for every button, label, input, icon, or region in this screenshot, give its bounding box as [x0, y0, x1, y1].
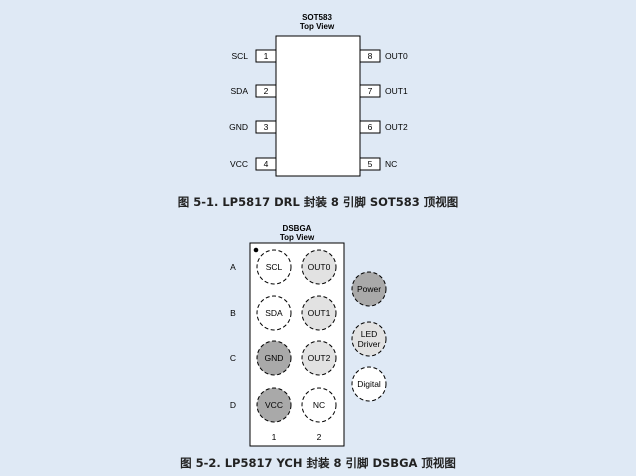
ball-label: OUT0	[308, 262, 331, 272]
legend-swatch	[351, 271, 387, 307]
pin-name: SDA	[231, 86, 249, 96]
ball-d2-nc: NC	[301, 387, 337, 423]
ball-circle	[256, 295, 292, 331]
pin-name: OUT0	[385, 51, 408, 61]
legend-digital: Digital	[351, 366, 387, 402]
ball-label: SDA	[265, 308, 283, 318]
ball-d1-vcc: VCC	[256, 387, 292, 423]
pin-number: 7	[368, 86, 373, 96]
ball-circle	[256, 340, 292, 376]
ball-label: VCC	[265, 400, 283, 410]
sot583-title: SOT583	[302, 13, 332, 22]
row-label-d: D	[230, 400, 236, 410]
ball-label: SCL	[266, 262, 283, 272]
pin-number: 6	[368, 122, 373, 132]
pin-pad	[255, 120, 277, 134]
ball-b1-sda: SDA	[256, 295, 292, 331]
dsbga-caption: 图 5-2. LP5817 YCH 封装 8 引脚 DSBGA 顶视图	[180, 456, 456, 470]
pin-pad	[255, 84, 277, 98]
pin-name: SCL	[231, 51, 248, 61]
legend-power: Power	[351, 271, 387, 307]
pin-out0-right: 8 OUT0	[359, 49, 408, 63]
ball-circle	[256, 387, 292, 423]
pin-name: GND	[229, 122, 248, 132]
pin-pad	[359, 84, 381, 98]
ball-c1-gnd: GND	[256, 340, 292, 376]
pin-pad	[255, 157, 277, 171]
ball-label: OUT2	[308, 353, 331, 363]
pin-number: 8	[368, 51, 373, 61]
sot583-package-body	[275, 35, 361, 177]
row-label-b: B	[230, 308, 236, 318]
ball-circle	[301, 295, 337, 331]
pin-pad	[359, 157, 381, 171]
pin-out2-right: 6 OUT2	[359, 120, 408, 134]
pin-pad	[359, 49, 381, 63]
pin-name: NC	[385, 159, 397, 169]
pin-vcc-left: 4 VCC	[230, 157, 277, 171]
ball-circle	[301, 387, 337, 423]
pin-out1-right: 7 OUT1	[359, 84, 408, 98]
column-label-2: 2	[317, 432, 322, 442]
legend-label: Power	[357, 284, 381, 294]
pin-pad	[255, 49, 277, 63]
row-label-a: A	[230, 262, 236, 272]
pin-number: 5	[368, 159, 373, 169]
ball-label: GND	[265, 353, 284, 363]
pin-sda-left: 2 SDA	[231, 84, 277, 98]
sot583-caption: 图 5-1. LP5817 DRL 封装 8 引脚 SOT583 顶视图	[177, 195, 459, 209]
legend-swatch	[351, 366, 387, 402]
pin-name: VCC	[230, 159, 248, 169]
column-label-1: 1	[272, 432, 277, 442]
legend-label: Digital	[357, 379, 381, 389]
ball-label: NC	[313, 400, 325, 410]
pin-name: OUT2	[385, 122, 408, 132]
ball-circle	[301, 340, 337, 376]
pin-gnd-left: 3 GND	[229, 120, 277, 134]
pin-scl-left: 1 SCL	[231, 49, 277, 63]
pin-number: 2	[264, 86, 269, 96]
pin-name: OUT1	[385, 86, 408, 96]
pin-nc-right: 5 NC	[359, 157, 397, 171]
pin-number: 1	[264, 51, 269, 61]
ball-circle	[256, 249, 292, 285]
pin-pad	[359, 120, 381, 134]
ball-label: OUT1	[308, 308, 331, 318]
ball-b2-out1: OUT1	[301, 295, 337, 331]
ball-a1-scl: SCL	[256, 249, 292, 285]
dsbga-title: DSBGA	[283, 224, 312, 233]
pin-number: 4	[264, 159, 269, 169]
row-label-c: C	[230, 353, 236, 363]
ball-a2-out0: OUT0	[301, 249, 337, 285]
dsbga-subtitle: Top View	[280, 233, 315, 242]
pin-number: 3	[264, 122, 269, 132]
legend-swatch	[351, 321, 387, 357]
ball-c2-out2: OUT2	[301, 340, 337, 376]
ball-circle	[301, 249, 337, 285]
sot583-subtitle: Top View	[300, 22, 335, 31]
pin1-marker-dot	[253, 247, 259, 253]
